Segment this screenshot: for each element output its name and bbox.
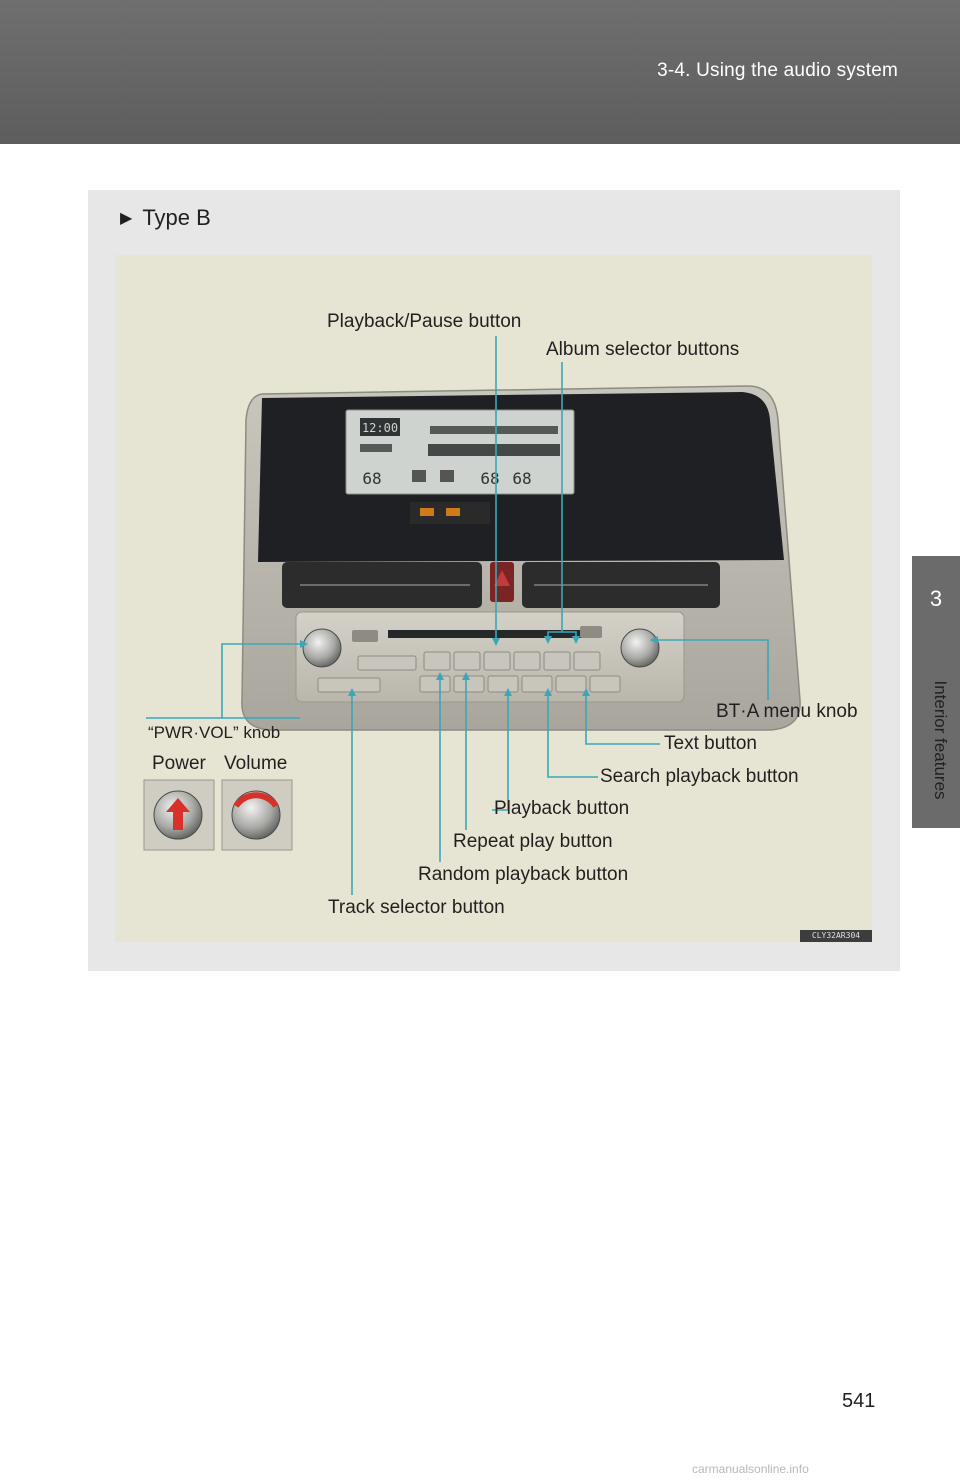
- chapter-number: 3: [929, 586, 943, 611]
- callout-playback: Playback button: [494, 798, 630, 819]
- airbag-light: [420, 508, 434, 516]
- callout-track-selector: Track selector button: [328, 897, 505, 918]
- temp-right-readout: 68: [512, 469, 531, 488]
- hazard-icon: [494, 570, 510, 586]
- lcd-segment: [360, 444, 392, 452]
- callout-text-button: Text button: [664, 733, 757, 754]
- disc-button: [580, 626, 602, 638]
- type-heading: ▶ Type B: [120, 205, 211, 231]
- lcd-segment: [428, 444, 560, 456]
- airbag-light: [446, 508, 460, 516]
- temp-left-readout: 68: [362, 469, 381, 488]
- callout-playback-pause: Playback/Pause button: [327, 311, 522, 332]
- callout-search-playback: Search playback button: [600, 766, 799, 787]
- chapter-tab: 3: [912, 556, 960, 828]
- seat-icon: [440, 470, 454, 482]
- callout-album-selector: Album selector buttons: [546, 339, 740, 360]
- section-title: 3-4. Using the audio system: [657, 60, 898, 81]
- page-header: 3-4. Using the audio system: [0, 0, 960, 144]
- pwr-vol-knob: [302, 628, 342, 668]
- lcd-segment: [430, 426, 558, 434]
- fan-icon: [412, 470, 426, 482]
- callout-bta-menu-knob: BT·A menu knob: [716, 701, 858, 722]
- clock-readout: 12:00: [362, 421, 398, 435]
- eject-button: [352, 630, 378, 642]
- callout-power: Power: [152, 753, 206, 774]
- callout-repeat-play: Repeat play button: [453, 831, 613, 852]
- clock-box: [360, 418, 400, 436]
- leader-arrowheads: [300, 636, 658, 696]
- rotate-arrow-icon: [233, 792, 279, 808]
- button-grid: [317, 651, 621, 693]
- tune-scroll-knob: [620, 628, 660, 668]
- leader-lines: [146, 336, 769, 895]
- temp-center-readout: 68: [480, 469, 499, 488]
- callout-volume: Volume: [224, 753, 288, 774]
- type-heading-text: Type B: [142, 205, 211, 230]
- cd-slot: [388, 630, 588, 638]
- figure-code: CLY32AR304: [800, 930, 872, 942]
- callout-random-playback: Random playback button: [418, 864, 629, 885]
- page-number: 541: [842, 1390, 876, 1412]
- push-arrow-icon: [166, 798, 190, 830]
- volume-inset-knob: [231, 790, 281, 840]
- callout-pwr-vol-knob: “PWR·VOL” knob: [148, 723, 281, 742]
- triangle-bullet-icon: ▶: [120, 210, 133, 227]
- watermark: carmanualsonline.info: [692, 1462, 809, 1476]
